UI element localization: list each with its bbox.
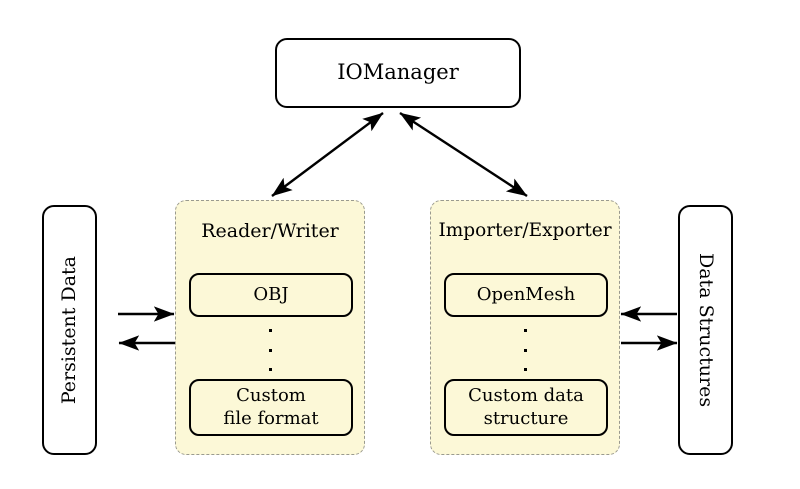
node-openmesh[interactable]: OpenMesh bbox=[444, 273, 608, 317]
group-importer-exporter-title: Importer/Exporter bbox=[438, 220, 612, 241]
node-custom-data-structure-label: Custom data structure bbox=[468, 385, 584, 430]
node-obj-label: OBJ bbox=[253, 283, 289, 305]
node-obj[interactable]: OBJ bbox=[189, 273, 353, 317]
vertical-ellipsis-icon bbox=[431, 329, 619, 371]
node-data-structures[interactable]: Data Structures bbox=[678, 205, 733, 455]
group-importer-exporter[interactable]: Importer/Exporter OpenMesh Custom data s… bbox=[430, 200, 620, 455]
node-custom-file-format[interactable]: Custom file format bbox=[189, 379, 353, 436]
vertical-ellipsis-icon bbox=[176, 329, 364, 371]
node-iomanager-label: IOManager bbox=[337, 60, 459, 85]
node-custom-data-structure[interactable]: Custom data structure bbox=[444, 379, 608, 436]
node-custom-file-format-label: Custom file format bbox=[223, 385, 318, 430]
node-custom-data-structure-line1: Custom data bbox=[468, 385, 584, 406]
node-persistent-data[interactable]: Persistent Data bbox=[42, 205, 97, 455]
group-reader-writer[interactable]: Reader/Writer OBJ Custom file format bbox=[175, 200, 365, 455]
node-persistent-data-label: Persistent Data bbox=[57, 255, 80, 405]
node-openmesh-label: OpenMesh bbox=[476, 283, 576, 305]
node-iomanager[interactable]: IOManager bbox=[275, 38, 521, 108]
node-custom-file-format-line2: file format bbox=[223, 407, 319, 429]
node-data-structures-label: Data Structures bbox=[695, 252, 718, 408]
group-reader-writer-title: Reader/Writer bbox=[201, 220, 339, 242]
connector-manager-importer-exporter bbox=[399, 111, 528, 198]
node-custom-data-structure-line2: structure bbox=[483, 407, 569, 429]
node-custom-file-format-line1: Custom bbox=[236, 385, 306, 406]
connector-manager-reader-writer bbox=[271, 112, 384, 197]
